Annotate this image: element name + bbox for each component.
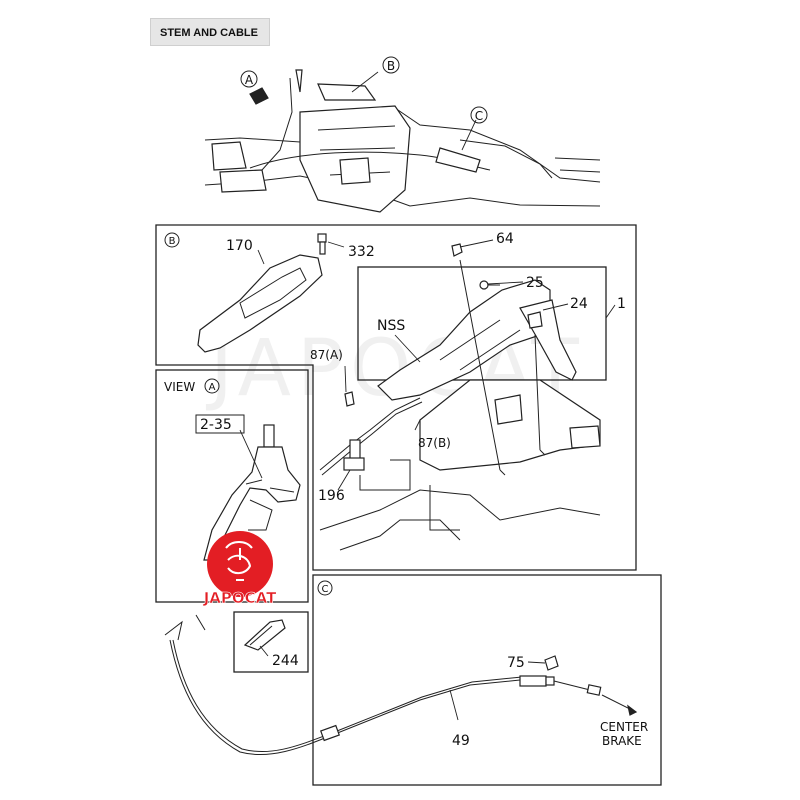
svg-text:C: C: [475, 109, 483, 123]
logo-circle: [207, 531, 273, 597]
part-label-1: 1: [617, 296, 626, 312]
part-label-75: 75: [507, 655, 525, 671]
part-label-244: 244: [272, 653, 299, 669]
part-label-24: 24: [570, 296, 588, 312]
svg-text:A: A: [245, 73, 254, 87]
part-label-87b: 87(B): [418, 436, 451, 450]
part-label-87a: 87(A): [310, 348, 343, 362]
callout-c-panel: C: [322, 584, 329, 595]
lever-grip-170: [197, 254, 323, 353]
bolt-25: [479, 280, 500, 290]
callout-c-overview: C: [470, 106, 488, 124]
panel-view-a: A: [155, 369, 309, 603]
stem-assembly: [203, 424, 301, 561]
destination-center: CENTER: [600, 720, 648, 734]
destination-brake: BRAKE: [602, 734, 642, 748]
panel-b: B: [155, 224, 637, 571]
part-label-nss: NSS: [377, 318, 405, 334]
floor-panel: [319, 485, 601, 551]
part-label-49: 49: [452, 733, 470, 749]
view-a-title: VIEW: [164, 380, 195, 394]
callout-b-panel: B: [169, 236, 176, 247]
part-label-196: 196: [318, 488, 345, 504]
panel-244: [233, 611, 309, 673]
nut-64: [451, 243, 463, 257]
lever-assembly: [377, 279, 577, 401]
logo-text: JAPOCAT: [203, 589, 277, 607]
diagram-title: STEM AND CABLE: [150, 18, 270, 46]
japocat-logo: JAPOCAT: [202, 531, 277, 607]
panel-c: C: [164, 574, 662, 786]
bracket-base: [419, 259, 601, 476]
svg-text:B: B: [387, 59, 395, 73]
part-label-2-35: 2-35: [200, 417, 232, 433]
callout-b-overview: B: [382, 56, 400, 74]
rear-cable-49: [169, 639, 602, 756]
cable-87: [319, 391, 423, 476]
part-label-25: 25: [526, 275, 544, 291]
vehicle-overview: [204, 69, 601, 213]
logo-emblem: [225, 541, 253, 581]
part-label-170: 170: [226, 238, 253, 254]
callout-a-overview: A: [240, 70, 258, 88]
part-label-64: 64: [496, 231, 514, 247]
pin-332: [317, 233, 327, 255]
part-label-332: 332: [348, 244, 375, 260]
callout-a-view: A: [209, 382, 216, 393]
clip-244: [243, 619, 286, 651]
